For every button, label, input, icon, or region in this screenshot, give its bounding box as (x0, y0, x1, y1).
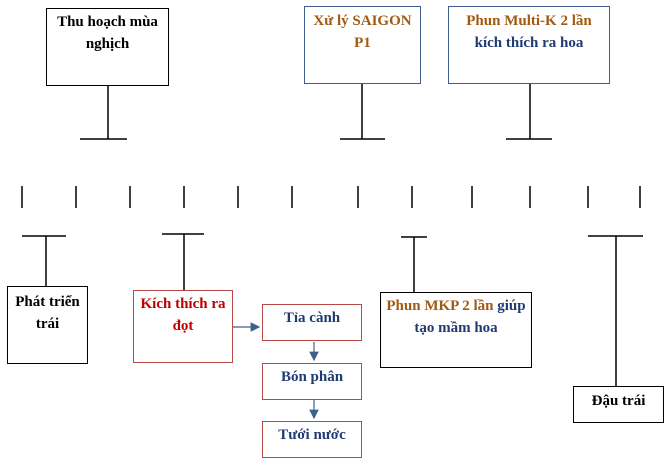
multik-label-line2: kích thích ra hoa (474, 35, 584, 51)
harvest-label-line2: nghịch (85, 36, 130, 52)
saigon-label-line2: P1 (354, 35, 371, 51)
fertilize-box: Bón phân (262, 363, 362, 400)
mkp-label-part2: giúp (493, 298, 526, 314)
fruit-development-line2: trái (35, 316, 60, 332)
fruit-set-box: Đậu trái (573, 386, 664, 423)
harvest-label-line1: Thu hoạch mùa (57, 14, 158, 30)
watering-box: Tưới nước (262, 421, 362, 458)
mkp-label-line1: Phun MKP 2 lần giúp (381, 295, 531, 317)
multik-label-line1: Phun Multi-K 2 lần (466, 13, 592, 29)
pruning-box: Tỉa cành (262, 304, 362, 341)
fruit-set-label: Đậu trái (591, 393, 646, 409)
watering-label: Tưới nước (278, 427, 346, 443)
saigon-label-line1: Xử lý SAIGON (313, 13, 412, 29)
mkp-box: Phun MKP 2 lần giúp tạo mầm hoa (380, 292, 532, 368)
mkp-label-line2: tạo mầm hoa (414, 320, 498, 336)
mkp-label-part1: Phun MKP 2 lần (386, 298, 494, 314)
fruit-development-box: Phát triển trái (7, 286, 88, 364)
shoot-stimulation-line2: đọt (172, 318, 194, 334)
saigon-box: Xử lý SAIGON P1 (304, 6, 421, 84)
pruning-label: Tỉa cành (283, 310, 341, 326)
fruit-development-line1: Phát triển (15, 294, 80, 310)
fertilize-label: Bón phân (280, 369, 344, 385)
shoot-stimulation-line1: Kích thích ra (140, 296, 226, 312)
multik-box: Phun Multi-K 2 lần kích thích ra hoa (448, 6, 610, 84)
harvest-box: Thu hoạch mùa nghịch (46, 8, 169, 86)
shoot-stimulation-box: Kích thích ra đọt (133, 290, 233, 363)
